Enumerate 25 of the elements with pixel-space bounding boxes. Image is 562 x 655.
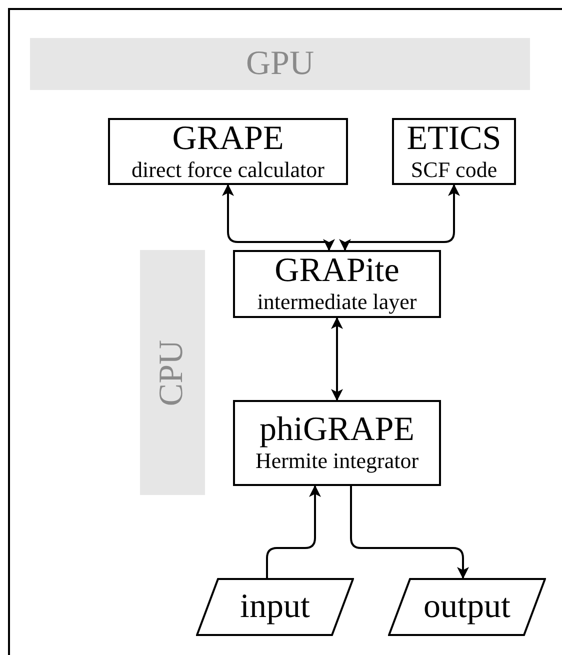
node-title: GRAPE	[172, 120, 284, 156]
arrow	[266, 485, 321, 578]
node-title: ETICS	[406, 120, 502, 156]
node-title: phiGRAPE	[260, 412, 414, 448]
node-title: input	[240, 589, 310, 625]
node-title: GPU	[246, 46, 314, 82]
module-box	[392, 118, 516, 185]
node-subtitle: intermediate layer	[257, 289, 417, 315]
data-parallelogram	[196, 578, 354, 636]
gpu-band	[30, 38, 530, 90]
module-box	[233, 400, 441, 486]
data-parallelogram	[388, 578, 546, 636]
arrow	[339, 184, 460, 251]
node-subtitle: Hermite integrator	[255, 448, 419, 474]
module-box	[108, 118, 348, 185]
node-title: CPU	[154, 339, 190, 406]
arrow	[350, 486, 469, 579]
node-subtitle: direct force calculator	[132, 156, 324, 182]
module-box	[233, 250, 441, 318]
arrow	[331, 317, 343, 401]
node-title: GRAPite	[274, 253, 400, 289]
arrow	[222, 184, 335, 251]
cpu-band	[140, 250, 205, 495]
node-subtitle: SCF code	[410, 156, 498, 182]
node-title: output	[424, 589, 510, 625]
